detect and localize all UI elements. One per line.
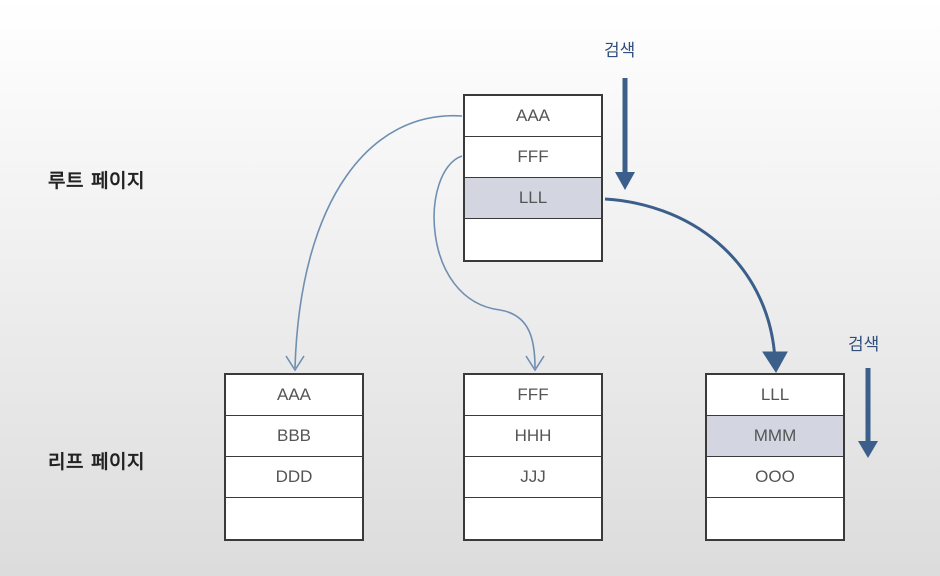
pointer-arrow-fff — [433, 155, 536, 369]
leaf-key-cell: JJJ — [465, 457, 601, 498]
pointer-arrow-lll — [604, 197, 777, 361]
root-page-label: 루트 페이지 — [48, 170, 146, 192]
leaf-key-cell: HHH — [465, 416, 601, 457]
arrowhead-lll — [762, 351, 788, 373]
root-key-cell: AAA — [465, 96, 601, 137]
pointer-arrow-aaa — [294, 115, 463, 369]
search-label-leaf: 검색 — [848, 335, 880, 355]
arrowhead-aaa — [285, 355, 305, 372]
leaf-page-label: 리프 페이지 — [48, 451, 146, 473]
leaf-key-cell: BBB — [226, 416, 362, 457]
search-arrowhead-leaf — [858, 441, 878, 458]
leaf-page-1: AAA BBB DDD — [224, 373, 364, 541]
leaf-key-cell: FFF — [465, 375, 601, 416]
leaf-key-cell: DDD — [226, 457, 362, 498]
leaf-key-cell: AAA — [226, 375, 362, 416]
root-key-cell-highlighted: LLL — [465, 178, 601, 219]
leaf-page-3: LLL MMM OOO — [705, 373, 845, 541]
leaf-page-2: FFF HHH JJJ — [463, 373, 603, 541]
leaf-key-cell: OOO — [707, 457, 843, 498]
arrowhead-fff — [525, 355, 545, 372]
leaf-key-cell-highlighted: MMM — [707, 416, 843, 457]
root-page: AAA FFF LLL — [463, 94, 603, 262]
search-arrowhead-root — [615, 172, 635, 190]
root-key-cell: FFF — [465, 137, 601, 178]
search-label-root: 검색 — [604, 41, 636, 61]
leaf-key-cell: LLL — [707, 375, 843, 416]
